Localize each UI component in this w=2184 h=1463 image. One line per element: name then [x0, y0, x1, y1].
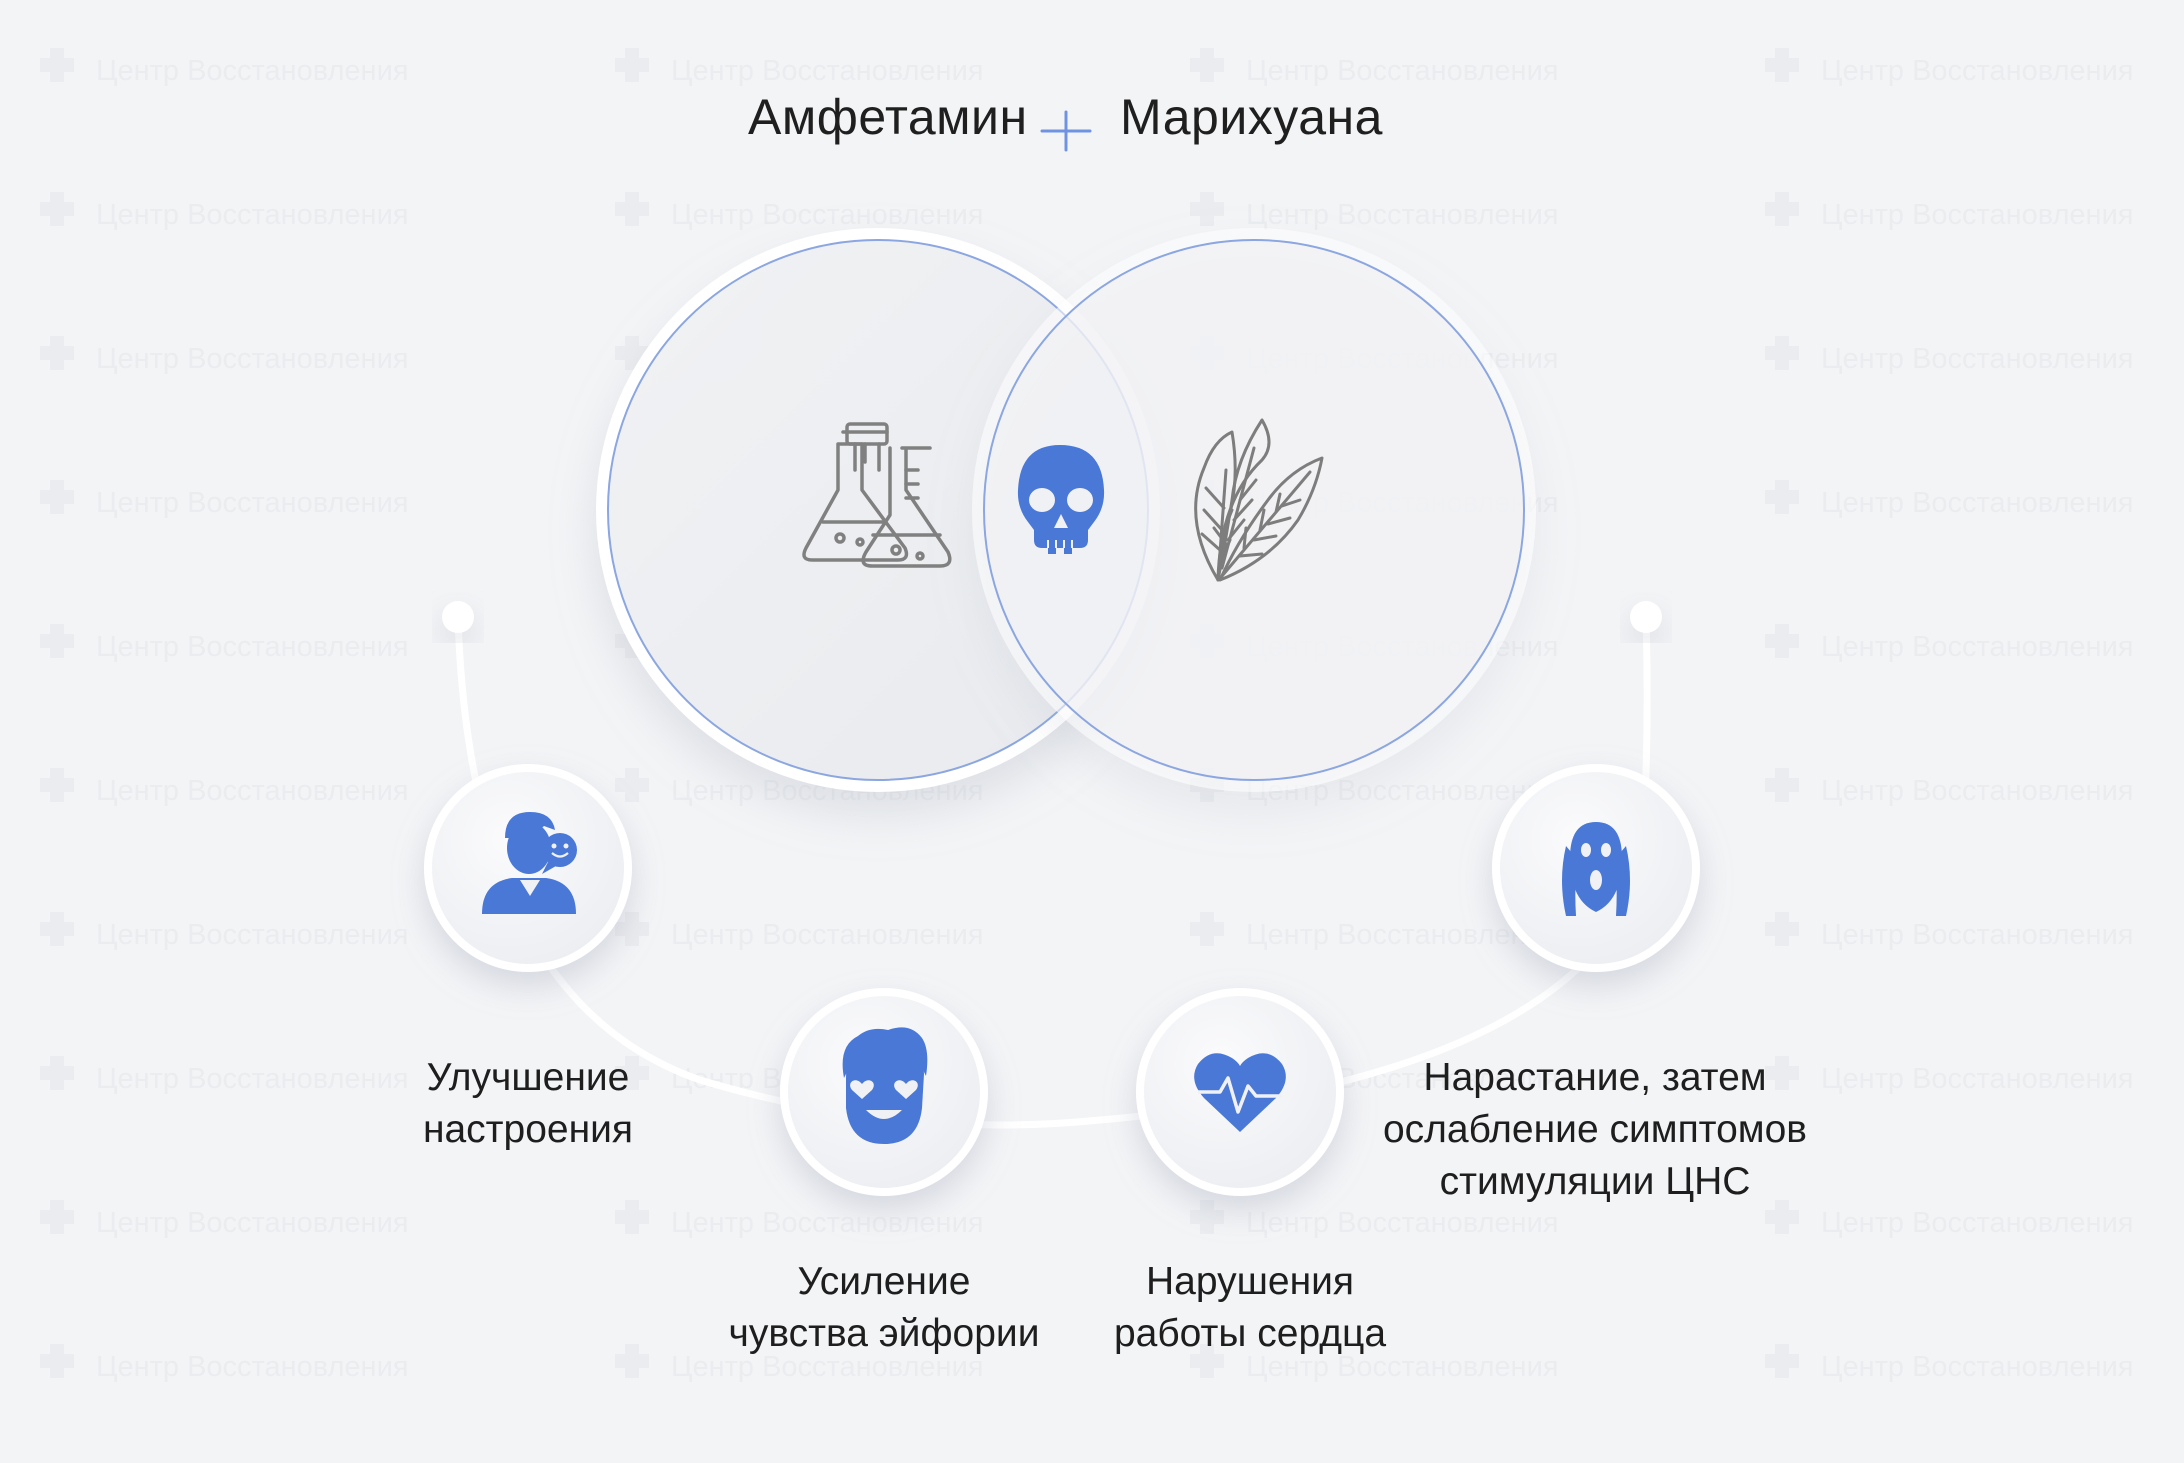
watermark-logo [1765, 1200, 1799, 1234]
watermark-text: Центр Восстановления [96, 919, 408, 951]
watermark-logo [1765, 912, 1799, 946]
effect-label-cns: Нарастание, затем ослабление симптомов с… [1370, 1052, 1820, 1208]
watermark-logo [1765, 624, 1799, 658]
watermark-text: Центр Восстановления [1246, 55, 1558, 87]
watermark-text: Центр Восстановления [96, 199, 408, 231]
watermark-logo [1765, 192, 1799, 226]
watermark-logo [40, 1344, 74, 1378]
watermark-text: Центр Восстановления [96, 1351, 408, 1383]
watermark-logo [615, 192, 649, 226]
substance-title-marijuana: Марихуана [1120, 89, 1383, 145]
watermark-text: Центр Восстановления [671, 1351, 983, 1383]
watermark-logo [40, 480, 74, 514]
watermark-logo [615, 48, 649, 82]
watermark-text: Центр Восстановления [96, 487, 408, 519]
watermark-text: Центр Восстановления [1246, 1207, 1558, 1239]
arc-endpoint-left [442, 601, 474, 633]
chemistry-flasks-icon [802, 422, 952, 568]
watermark-logo [40, 336, 74, 370]
watermark-logo [1765, 768, 1799, 802]
effect-label-line: Улучшение [426, 1056, 630, 1099]
arc-endpoint-right [1630, 601, 1662, 633]
watermark-logo [615, 1056, 649, 1090]
watermark-text: Центр Восстановления [96, 55, 408, 87]
watermark-logo [1765, 1056, 1799, 1090]
effect-node-heart [1136, 988, 1344, 1196]
watermark-text: Центр Восстановления [1821, 1207, 2133, 1239]
watermark-text: Центр Восстановления [1246, 199, 1558, 231]
watermark-text: Центр Восстановления [1246, 1351, 1558, 1383]
watermark-logo [615, 912, 649, 946]
watermark-text: Центр Восстановления [1821, 487, 2133, 519]
watermark-text: Центр Восстановления [1821, 631, 2133, 663]
cannabis-leaves-icon [1194, 418, 1324, 582]
watermark-text: Центр Восстановления [1821, 55, 2133, 87]
watermark-text: Центр Восстановления [671, 1207, 983, 1239]
smiling-person-chat-icon [482, 812, 577, 914]
watermark-text: Центр Восстановления [96, 1207, 408, 1239]
watermark-text: Центр Восстановления [671, 919, 983, 951]
watermark-text: Центр Восстановления [1821, 199, 2133, 231]
watermark-text: Центр Восстановления [671, 55, 983, 87]
watermark-text: Центр Восстановления [671, 199, 983, 231]
plus-icon [1040, 110, 1092, 152]
watermark-logo [40, 768, 74, 802]
effect-label-line: настроения [422, 1108, 634, 1151]
watermark-logo [1190, 48, 1224, 82]
effect-label-line: работы сердца [1113, 1312, 1387, 1355]
skull-icon [1017, 445, 1105, 554]
watermark-text: Центр Восстановления [96, 1063, 408, 1095]
effect-label-line: Нарушения [1145, 1260, 1355, 1303]
watermark-logo [615, 1344, 649, 1378]
watermark-text: Центр Восстановления [96, 343, 408, 375]
effect-label-line: Усиление [797, 1260, 971, 1303]
heartbeat-icon [1194, 1053, 1286, 1132]
watermark-logo [40, 192, 74, 226]
effect-label-line: стимуляции ЦНС [1439, 1160, 1751, 1203]
effect-label-heart: Нарушения работы сердца [1080, 1256, 1420, 1360]
watermark-logo [615, 1200, 649, 1234]
watermark-text: Центр Восстановления [96, 775, 408, 807]
watermark-logo [1190, 192, 1224, 226]
watermark-text: Центр Восстановления [96, 631, 408, 663]
substance-title-amphetamine: Амфетамин [748, 89, 1028, 145]
watermark-logo [1190, 1200, 1224, 1234]
watermark-logo [40, 48, 74, 82]
watermark-text: Центр Восстановления [1821, 775, 2133, 807]
effect-label-line: ослабление симптомов [1382, 1108, 1808, 1151]
watermark-text: Центр Восстановления [1821, 343, 2133, 375]
effect-label-euphoria: Усиление чувства эйфории [704, 1256, 1064, 1360]
watermark-logo [1190, 1344, 1224, 1378]
effect-node-euphoria [780, 988, 988, 1196]
watermark-logo [1765, 336, 1799, 370]
watermark-logo [40, 624, 74, 658]
watermark-logo [615, 768, 649, 802]
scream-face-icon [1562, 822, 1630, 916]
watermark-text: Центр Восстановления [1821, 1351, 2133, 1383]
watermark-text: Центр Восстановления [1246, 919, 1558, 951]
effect-label-line: Нарастание, затем [1423, 1056, 1767, 1099]
watermark-logo [615, 336, 649, 370]
watermark-logo [1765, 1344, 1799, 1378]
watermark-text: Центр Восстановления [1821, 919, 2133, 951]
watermark-logo [1765, 48, 1799, 82]
marijuana-circle [972, 228, 1536, 792]
watermark-logo [40, 912, 74, 946]
effect-label-line: чувства эйфории [728, 1312, 1040, 1355]
effect-node-mood [424, 764, 632, 972]
effect-node-cns [1492, 764, 1700, 972]
watermark-logo [40, 1200, 74, 1234]
watermark-logo [1190, 912, 1224, 946]
heart-eyes-face-icon [842, 1027, 928, 1144]
watermark-logo [40, 1056, 74, 1090]
watermark-text: Центр Восстановления [1821, 1063, 2133, 1095]
effect-label-mood: Улучшение настроения [388, 1052, 668, 1156]
watermark-logo [1765, 480, 1799, 514]
